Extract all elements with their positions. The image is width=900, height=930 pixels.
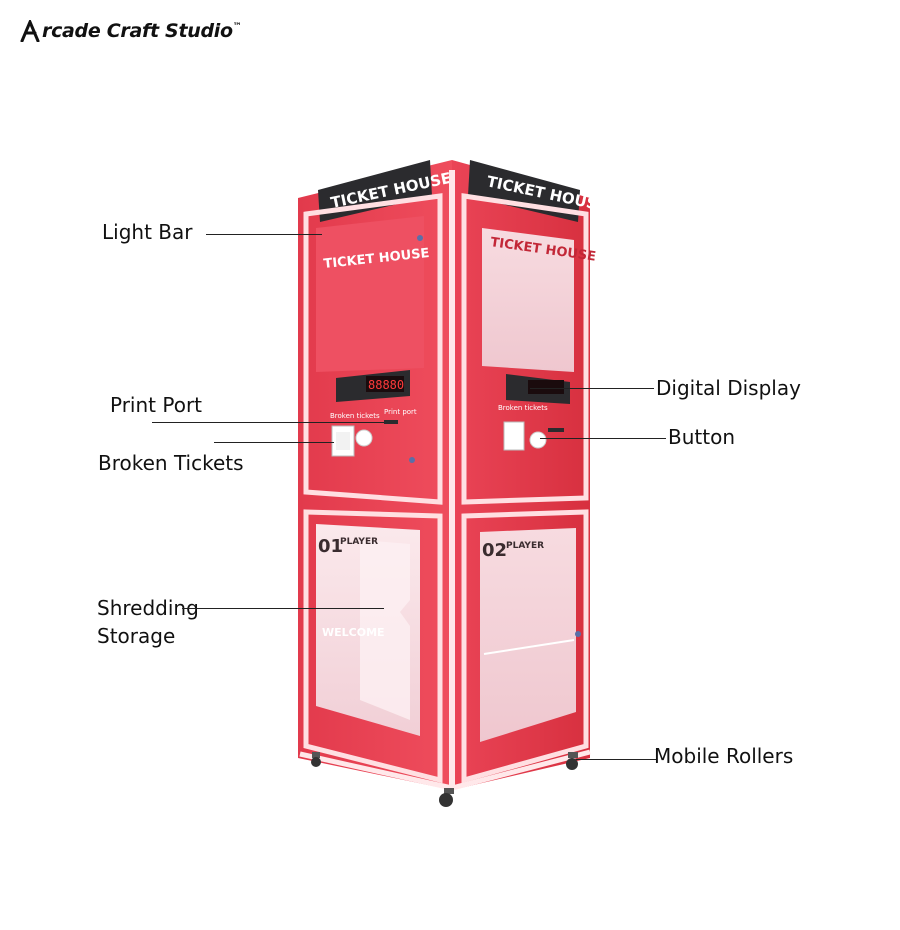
player2-number: 02 bbox=[482, 540, 507, 561]
print-port-slot-left bbox=[384, 420, 398, 424]
upper-left-inner-panel bbox=[316, 216, 424, 372]
player2-word: PLAYER bbox=[506, 541, 544, 551]
button-right bbox=[529, 431, 547, 449]
led-bar-lower-left bbox=[303, 509, 443, 784]
roller-right bbox=[566, 752, 578, 770]
callout-shredding-line1: Shredding bbox=[97, 596, 199, 620]
welcome-text-left: WELCOME bbox=[322, 626, 385, 639]
lower-right-glass bbox=[480, 528, 576, 742]
led-bar-lower-right bbox=[461, 509, 589, 784]
brand-name: rcade Craft Studio bbox=[42, 20, 233, 42]
callout-broken-tickets: Broken Tickets bbox=[98, 451, 244, 475]
button-left bbox=[355, 429, 373, 447]
leader-shredding-storage bbox=[182, 608, 384, 609]
arcade-logo-icon bbox=[20, 20, 40, 42]
leader-broken-tickets bbox=[214, 442, 334, 443]
roller-center bbox=[439, 788, 454, 807]
screw-left bbox=[409, 457, 415, 463]
roller-left bbox=[311, 752, 321, 767]
broken-tickets-text-right: Broken tickets bbox=[498, 404, 548, 412]
broken-tickets-slot-inner-left bbox=[336, 432, 350, 450]
lower-right-shelf bbox=[483, 639, 575, 655]
callout-print-port: Print Port bbox=[110, 393, 203, 417]
digital-display-left bbox=[366, 376, 404, 392]
callout-button: Button bbox=[668, 425, 735, 449]
broken-tickets-slot-right bbox=[503, 421, 525, 451]
leader-digital-display bbox=[530, 388, 654, 389]
leader-mobile-rollers bbox=[576, 759, 656, 760]
screw-lower-right bbox=[575, 631, 581, 637]
player1-word: PLAYER bbox=[340, 537, 378, 547]
display-digits-left: 88880 bbox=[368, 378, 404, 392]
led-bar-upper-right bbox=[461, 193, 589, 505]
player1-number: 01 bbox=[318, 536, 343, 557]
callout-mobile-rollers: Mobile Rollers bbox=[654, 744, 794, 768]
leader-button bbox=[540, 438, 666, 439]
leader-print-port bbox=[152, 422, 384, 423]
led-bar-upper-left bbox=[303, 193, 443, 505]
screw-top-left bbox=[417, 235, 423, 241]
digital-display-right bbox=[528, 380, 564, 394]
callout-light-bar: Light Bar bbox=[102, 220, 193, 244]
upper-right-glass bbox=[482, 228, 574, 372]
callout-digital-display: Digital Display bbox=[656, 376, 801, 400]
print-port-slot-right bbox=[548, 428, 564, 432]
brand-logo: rcade Craft Studio ™ bbox=[20, 18, 242, 44]
print-port-text-left: Print port bbox=[384, 408, 417, 416]
brand-trademark: ™ bbox=[232, 22, 242, 32]
leader-light-bar bbox=[206, 234, 322, 235]
lower-left-window-mask bbox=[360, 540, 410, 720]
broken-tickets-text-left: Broken tickets bbox=[330, 412, 380, 420]
callout-shredding-line2: Storage bbox=[97, 624, 176, 648]
